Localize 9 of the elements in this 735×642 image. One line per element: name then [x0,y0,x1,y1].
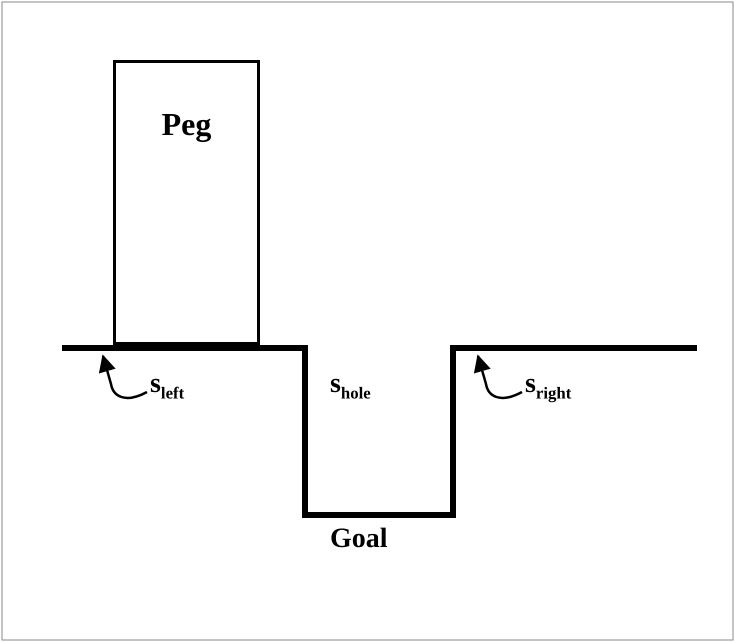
peg-label: Peg [160,108,212,140]
variable-label: s$_{right}$ [525,370,572,402]
peg-block [113,60,260,345]
leader-line [474,354,523,400]
surface-with-hole [62,345,697,518]
variable-label: s$_{hole}$ [330,370,371,402]
variable-label: s$_{left}$ [150,370,184,402]
goal-label: Goal [330,525,388,553]
leader-line [98,354,148,400]
